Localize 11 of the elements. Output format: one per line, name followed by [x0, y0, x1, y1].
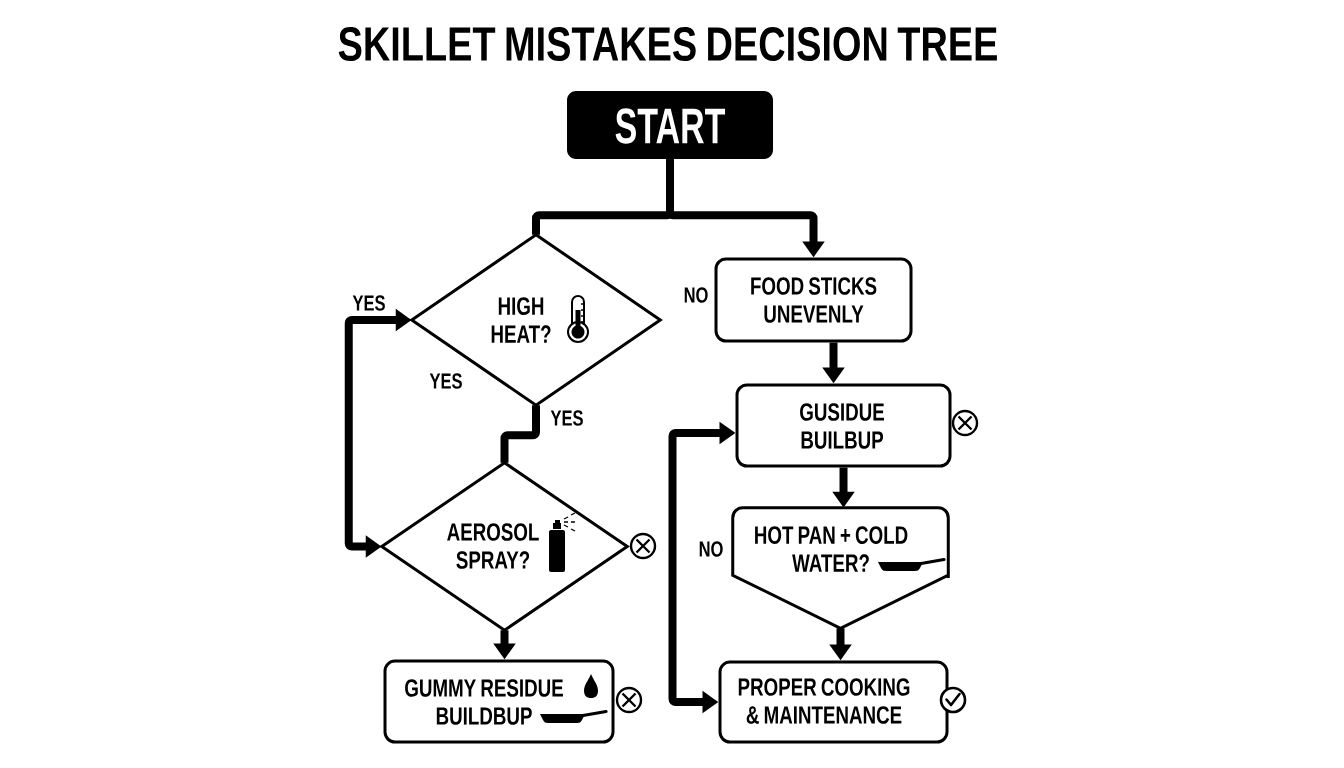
pentagon-box: HOT PAN + COLD WATER? — [731, 506, 950, 630]
process-box: FOOD STICKS UNEVENLY — [714, 257, 913, 343]
edge-label: YES — [548, 408, 586, 428]
process-box: GUMMY RESIDUE BUILDBUP — [383, 659, 615, 744]
title: SKILLET MISTAKES DECISION TREE — [338, 27, 997, 61]
start-box: START — [567, 91, 773, 159]
process-box: PROPER COOKING & MAINTENANCE — [718, 660, 949, 744]
edge-label: YES — [350, 293, 388, 313]
branch-label: NO — [684, 287, 708, 303]
branch-label: YES — [429, 373, 462, 389]
process-box: GUSIDUE BUILBUP — [735, 383, 952, 468]
